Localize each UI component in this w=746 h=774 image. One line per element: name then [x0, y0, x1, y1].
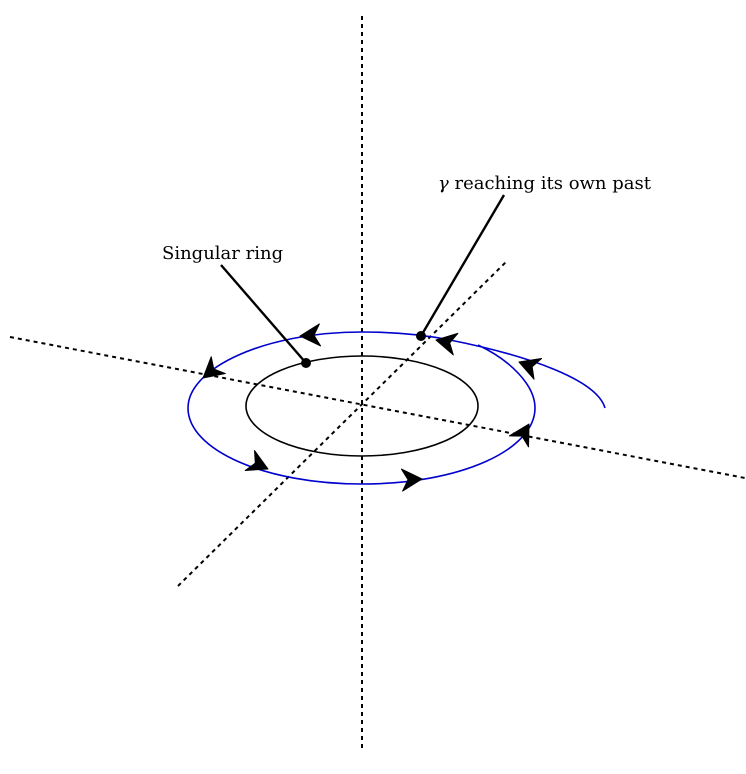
- gamma-leader: [419, 194, 506, 337]
- arrow-4: [195, 356, 226, 387]
- gamma-point: [416, 331, 426, 341]
- arrow-3: [298, 323, 322, 348]
- gamma-symbol: γ: [438, 173, 449, 194]
- arrow-6: [400, 467, 424, 492]
- arrow-7: [508, 418, 540, 448]
- diagonal-axis: [177, 259, 509, 587]
- axes: [9, 16, 746, 748]
- callouts: [220, 194, 506, 368]
- singular-ring-label: Singular ring: [162, 243, 283, 264]
- gamma-label: γ reaching its own past: [438, 173, 652, 194]
- arrow-5: [244, 450, 274, 480]
- singular-ring-leader: [220, 264, 307, 364]
- gamma-label-text: reaching its own past: [449, 173, 652, 194]
- gamma-curve: [187, 331, 606, 485]
- singular-ring: [245, 355, 479, 457]
- singular-ring-point: [301, 358, 311, 368]
- horizontal-axis: [9, 336, 746, 479]
- arrow-2: [433, 328, 459, 356]
